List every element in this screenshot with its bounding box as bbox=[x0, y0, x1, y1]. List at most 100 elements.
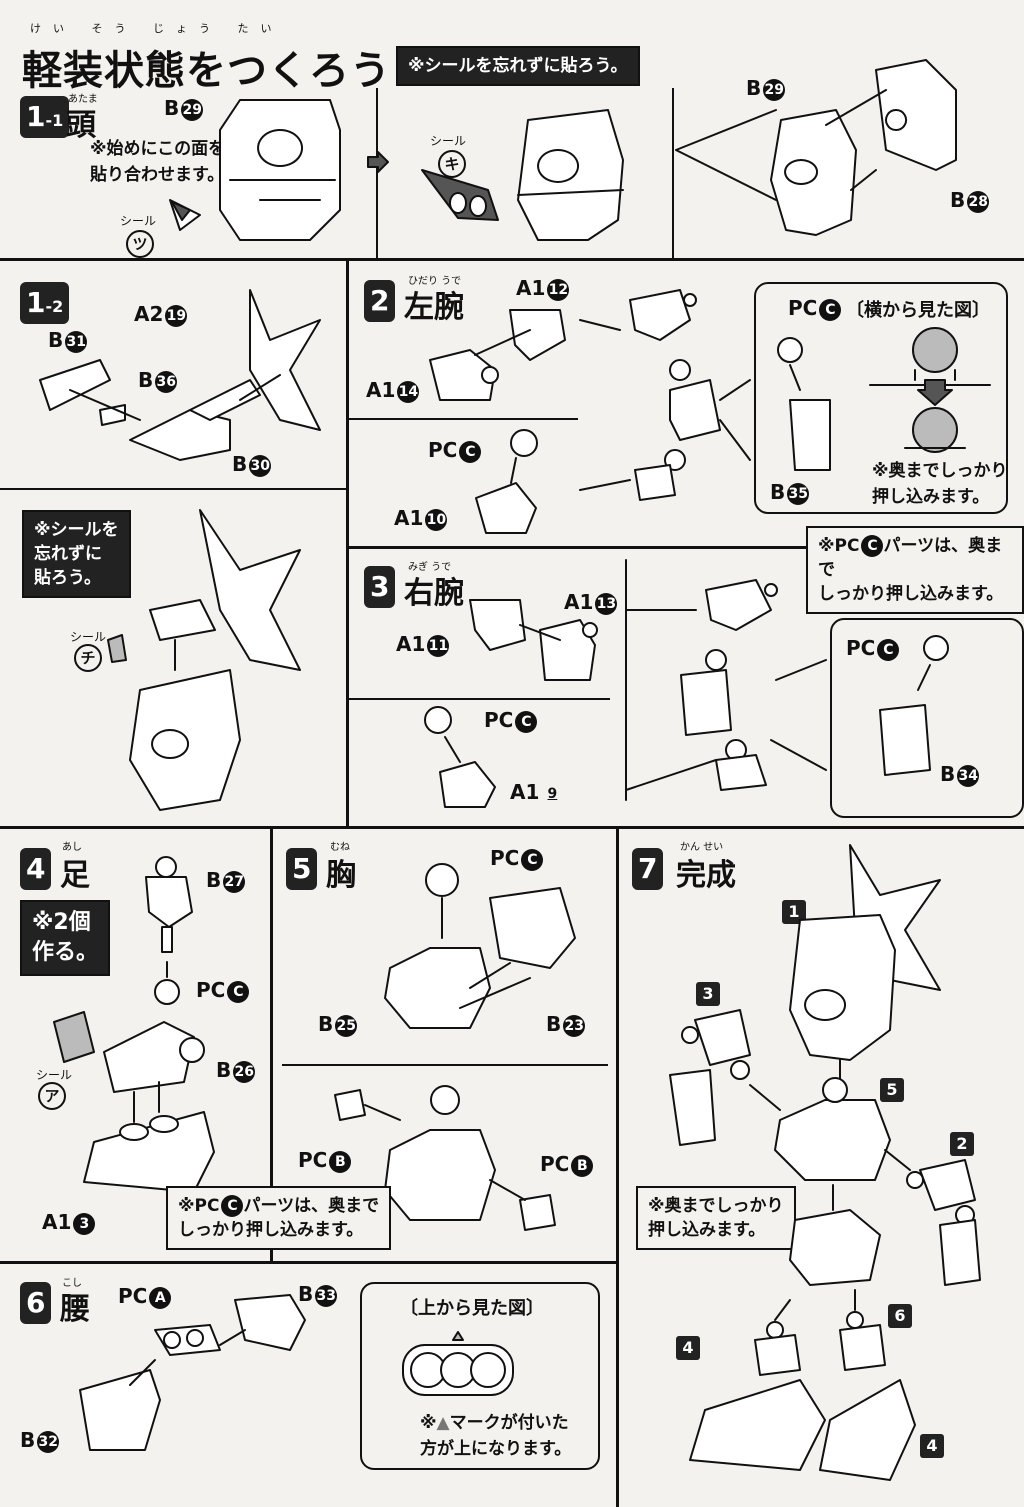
head-with-antenna-illustration bbox=[107, 509, 301, 811]
callout-num-6: 6 bbox=[888, 1304, 912, 1328]
divider-col1 bbox=[346, 258, 349, 826]
seal-a: ア bbox=[38, 1082, 66, 1110]
step-6-furigana: こし bbox=[62, 1278, 82, 1289]
head-with-seal-illustration bbox=[421, 109, 624, 241]
step-6-badge: 6 bbox=[20, 1282, 52, 1324]
seal-tsu: ツ bbox=[126, 230, 154, 258]
side-view-callout bbox=[754, 282, 1008, 514]
seal-reminder-1-2: ※シールを忘れずに貼ろう。 bbox=[22, 510, 131, 598]
push-note-2: ※奥までしっかり押し込みます。 bbox=[872, 461, 1008, 507]
callout-num-2: 2 bbox=[950, 1132, 974, 1156]
divider-s5-inner bbox=[282, 1064, 608, 1066]
right-hand-parts-illustration bbox=[424, 706, 496, 808]
make-two-note: ※2個作る。 bbox=[20, 900, 111, 976]
seal-label-a: シール bbox=[36, 1068, 73, 1082]
top-view-label: 〔上から見た図〕 bbox=[400, 1298, 544, 1319]
seal-label-ki: シール bbox=[430, 134, 467, 148]
step-3-furigana: みぎ うで bbox=[408, 562, 452, 573]
divider-row2 bbox=[0, 826, 1024, 829]
seal-ki: キ bbox=[438, 150, 466, 178]
step-1-1-badge: 1-1 bbox=[20, 96, 70, 138]
title-furigana: けい そう じょう たい bbox=[30, 22, 284, 35]
callout-num-4a: 4 bbox=[676, 1336, 700, 1360]
step-1-2-badge: 1-2 bbox=[20, 282, 70, 324]
waist-parts-illustration bbox=[79, 1294, 306, 1451]
step-1-1-title: 頭 bbox=[66, 108, 96, 143]
completed-figure-illustration bbox=[669, 844, 981, 1481]
step-5-title: 胸 bbox=[326, 858, 356, 893]
step-5-badge: 5 bbox=[286, 848, 318, 890]
step-7-title: 完成 bbox=[676, 858, 736, 893]
head-half-illustration bbox=[169, 99, 341, 241]
star-antenna-parts-illustration bbox=[39, 289, 321, 461]
mark-note: ※▲マークが付いた方が上になります。 bbox=[420, 1413, 572, 1459]
seal-reminder: ※シールを忘れずに貼ろう。 bbox=[396, 46, 640, 86]
divider-s4-s5 bbox=[270, 829, 273, 1261]
step-4-title: 足 bbox=[60, 858, 90, 893]
arrow-right-icon bbox=[367, 151, 389, 173]
divider-s2-s3 bbox=[346, 546, 1024, 549]
left-arm-assembly-illustration bbox=[579, 289, 751, 501]
step-2-title: 左腕 bbox=[404, 290, 464, 325]
page-title: 軽装状態をつくろう! bbox=[22, 48, 411, 94]
divider-s5-s7 bbox=[616, 829, 619, 1507]
head-assembly-illustration bbox=[675, 59, 957, 236]
step-5-furigana: むね bbox=[330, 842, 350, 853]
step-2-badge: 2 bbox=[364, 280, 396, 322]
seal-chi: チ bbox=[74, 644, 102, 672]
chest-assembly-illustration bbox=[334, 1085, 556, 1231]
step-2-furigana: ひだり うで bbox=[408, 276, 462, 287]
left-hand-parts-illustration bbox=[475, 429, 538, 534]
left-arm-parts-illustration bbox=[429, 309, 566, 401]
seal-label-tsu: シール bbox=[120, 214, 157, 228]
divider-s3-inner bbox=[348, 698, 610, 700]
note-face-first: ※始めにこの面を貼り合わせます。 bbox=[90, 139, 226, 185]
right-arm-parts-illustration bbox=[469, 599, 598, 681]
step-4-furigana: あし bbox=[62, 842, 82, 853]
pc-c-insert-illustration bbox=[879, 635, 949, 776]
chest-parts-illustration bbox=[384, 863, 576, 1029]
divider-s1-2 bbox=[0, 488, 346, 490]
leg-parts-illustration bbox=[53, 856, 215, 1193]
divider-1-1b bbox=[672, 88, 674, 258]
callout-num-3: 3 bbox=[696, 982, 720, 1006]
callout-num-5: 5 bbox=[880, 1078, 904, 1102]
divider-s6 bbox=[0, 1261, 616, 1264]
step-3-title: 右腕 bbox=[404, 576, 464, 611]
push-note-7: ※奥までしっかり押し込みます。 bbox=[636, 1186, 796, 1250]
divider-1-1a bbox=[376, 88, 378, 258]
step-4-badge: 4 bbox=[20, 848, 52, 890]
step-7-furigana: かん せい bbox=[680, 842, 724, 853]
step-7-badge: 7 bbox=[632, 848, 664, 890]
side-view-label: 〔横から見た図〕 bbox=[846, 300, 990, 321]
step-6-title: 腰 bbox=[60, 1292, 90, 1327]
